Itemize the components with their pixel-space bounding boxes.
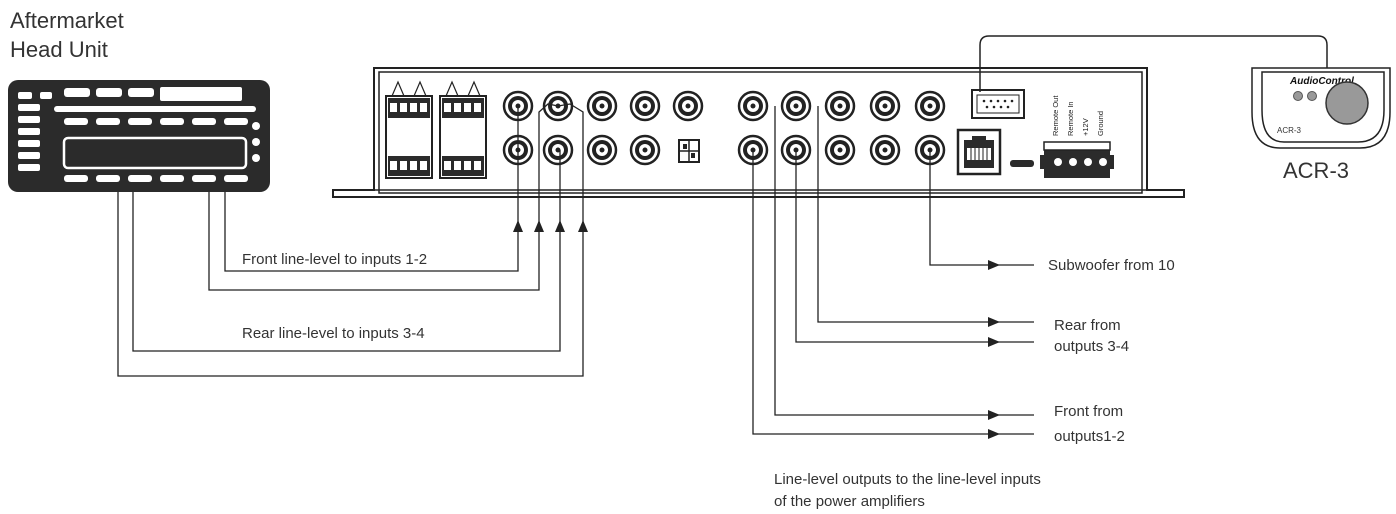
- speaker-input-terminal-right: [439, 80, 487, 179]
- label-front-outputs-line2: outputs1-2: [1054, 428, 1125, 445]
- acr3-label: ACR-3: [1283, 158, 1349, 183]
- output-arrows: [988, 260, 1000, 439]
- label-rear-inputs: Rear line-level to inputs 3-4: [242, 325, 425, 342]
- terminal-label-remote-out: Remote Out: [1051, 95, 1060, 136]
- volume-knob: [1325, 81, 1369, 125]
- head-unit-label: Aftermarket Head Unit: [10, 8, 124, 62]
- remote-connector-port: [971, 89, 1025, 119]
- acr3-brand-logo: AudioControl: [1289, 76, 1354, 87]
- label-front-inputs: Front line-level to inputs 1-2: [242, 251, 427, 268]
- remote-cable: [979, 35, 1328, 92]
- label-front-outputs-line1: Front from: [1054, 403, 1123, 420]
- label-rear-outputs-line1: Rear from: [1054, 317, 1121, 334]
- acr3-model-small: ACR-3: [1277, 126, 1302, 135]
- rj-modular-jack: [956, 128, 1002, 176]
- input-arrows: [513, 220, 588, 232]
- terminal-label-12v: +12V: [1081, 118, 1090, 136]
- speaker-input-terminal-left: [385, 80, 433, 179]
- processor-unit: Remote Out Remote In +12V Ground: [332, 67, 1185, 198]
- terminal-label-remote-in: Remote In: [1066, 101, 1075, 136]
- input-wires: [117, 103, 584, 377]
- label-subwoofer: Subwoofer from 10: [1048, 257, 1175, 274]
- footnote-line2: of the power amplifiers: [774, 493, 925, 510]
- power-terminal-block: [1040, 141, 1114, 178]
- usb-port: [1010, 160, 1034, 167]
- power-terminal-labels: Remote Out Remote In +12V Ground: [1051, 95, 1105, 136]
- output-wires: [752, 106, 1034, 435]
- footnote-line1: Line-level outputs to the line-level inp…: [774, 471, 1041, 488]
- head-unit-title-line1: Aftermarket: [10, 8, 124, 33]
- selector-switch: [678, 139, 700, 163]
- acr3-remote: AudioControl ACR-3: [1251, 67, 1391, 149]
- label-rear-outputs-line2: outputs 3-4: [1054, 338, 1129, 355]
- head-unit-title-line2: Head Unit: [10, 37, 108, 62]
- head-unit: [8, 80, 270, 192]
- terminal-label-ground: Ground: [1096, 111, 1105, 136]
